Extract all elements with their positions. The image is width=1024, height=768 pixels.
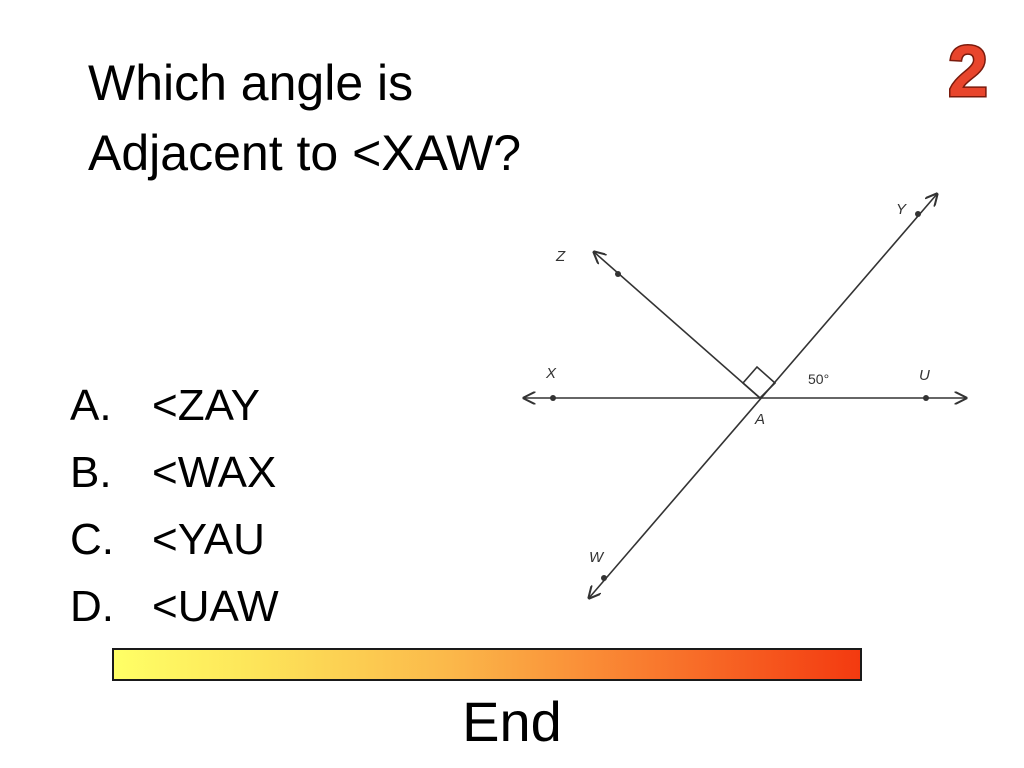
option-a[interactable]: A. <ZAY — [70, 372, 279, 439]
slide-number-badge: 2 — [946, 31, 989, 111]
option-b-letter: B. — [70, 448, 112, 497]
slide-number: 2 — [948, 32, 988, 110]
label-u: U — [919, 367, 930, 384]
option-d-text: <UAW — [152, 582, 279, 631]
option-d[interactable]: D. <UAW — [70, 573, 279, 640]
angle-diagram: Z Y X U A W 50° — [510, 180, 990, 610]
timer-bar — [112, 648, 862, 681]
option-c-text: <YAU — [152, 515, 265, 564]
point-w — [601, 575, 607, 581]
ray-az — [594, 252, 761, 399]
option-b[interactable]: B. <WAX — [70, 439, 279, 506]
point-u — [923, 395, 929, 401]
label-x: X — [545, 365, 557, 382]
label-w: W — [589, 549, 605, 566]
option-d-letter: D. — [70, 582, 114, 631]
question-line-2: Adjacent to <XAW? — [88, 125, 522, 181]
question-line-1: Which angle is — [88, 55, 414, 111]
label-a: A — [754, 411, 765, 428]
point-x — [550, 395, 556, 401]
angle-measure: 50° — [808, 371, 829, 387]
label-z: Z — [555, 248, 566, 265]
option-c[interactable]: C. <YAU — [70, 506, 279, 573]
timer-fill — [114, 650, 860, 679]
label-y: Y — [896, 201, 907, 218]
point-y — [915, 211, 921, 217]
answer-options: A. <ZAY B. <WAX C. <YAU D. <UAW — [70, 372, 279, 640]
option-c-letter: C. — [70, 515, 114, 564]
option-b-text: <WAX — [152, 448, 277, 497]
question-text: Which angle is Adjacent to <XAW? — [88, 48, 521, 188]
option-a-text: <ZAY — [152, 381, 261, 430]
option-a-letter: A. — [70, 381, 112, 430]
point-z — [615, 271, 621, 277]
end-label: End — [462, 690, 562, 753]
right-angle-mark — [741, 365, 777, 400]
